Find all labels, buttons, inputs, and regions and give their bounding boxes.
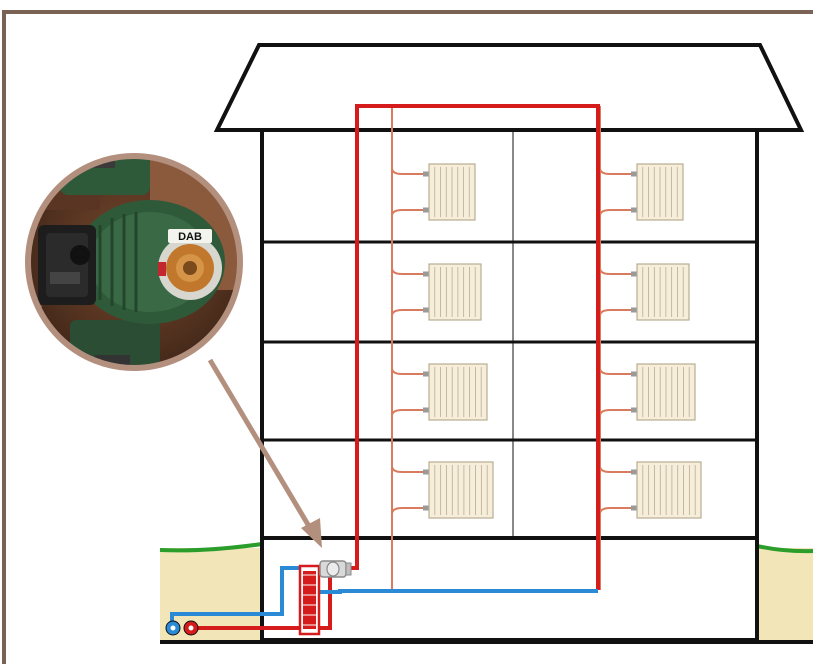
- radiator-icon: [637, 264, 689, 320]
- radiator-icon: [637, 462, 701, 518]
- radiator-icon: [429, 264, 481, 320]
- radiator-icon: [429, 462, 493, 518]
- radiator-icon: [429, 164, 475, 220]
- ground-right: [757, 548, 813, 642]
- heat-exchanger-icon: [300, 566, 319, 634]
- radiator-icon: [429, 364, 487, 420]
- roof: [217, 45, 801, 130]
- inline-pump-icon: [320, 561, 351, 577]
- circulation-pump-icon: DAB: [20, 148, 250, 385]
- pump-brand-label: DAB: [178, 231, 202, 243]
- radiator-icon: [637, 364, 695, 420]
- return-main-pipe: [300, 591, 598, 592]
- radiator-icon: [637, 164, 683, 220]
